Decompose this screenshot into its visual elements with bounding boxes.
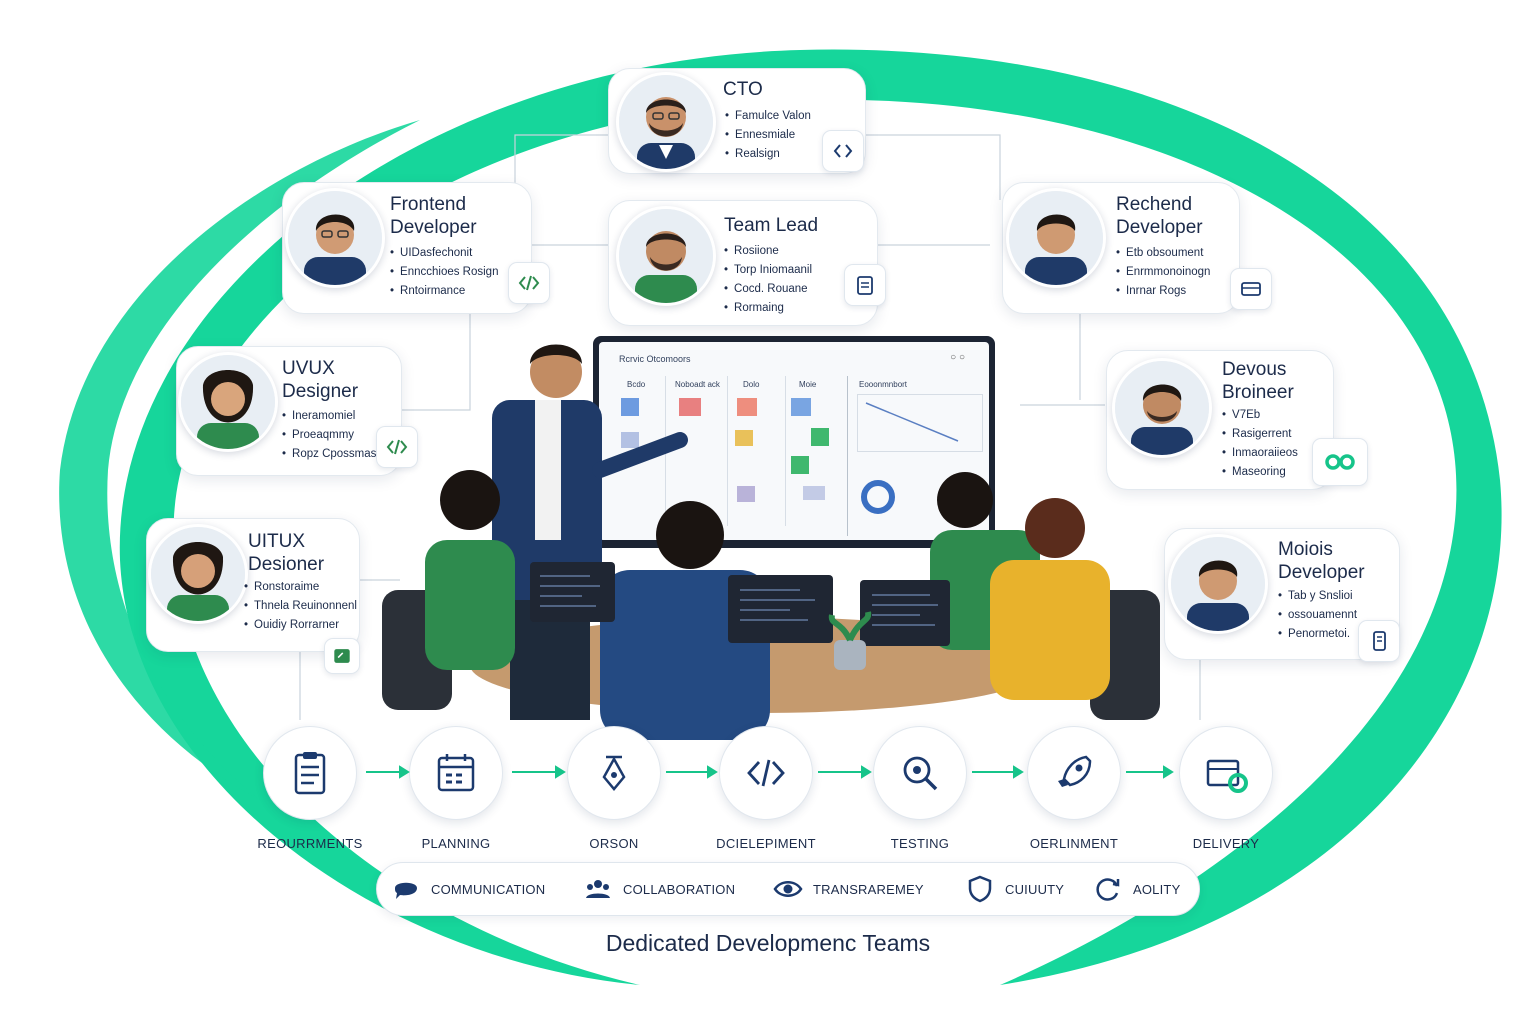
refresh-cycle-icon (1096, 878, 1120, 901)
sticky-note (621, 432, 639, 448)
code-bracket-icon (822, 130, 864, 172)
sticky-note (621, 398, 639, 416)
board-column-doing: Dolo (743, 380, 760, 389)
step-label: REOURRMENTS (257, 836, 363, 851)
pen-tool-icon (602, 755, 626, 791)
donut-chart (861, 480, 895, 514)
eye-icon (773, 881, 803, 897)
page-title: Dedicated Developmenc Teams (605, 930, 931, 956)
step-requirements[interactable]: REOURRMENTS (257, 726, 362, 851)
avatar-devops-engineer (1112, 358, 1212, 458)
avatar-ux-designer (178, 352, 278, 452)
step-deployment[interactable]: OERLINMENT (1026, 726, 1122, 851)
role-bullets: Famulce Valon Ennesmiale Realsign (725, 107, 811, 164)
role-bullets: Ineramomiel Proeaqmmy Ropz Cpossmasn (282, 407, 383, 464)
code-icon (376, 426, 418, 468)
value-quality[interactable]: CUIUUTY (965, 863, 1064, 915)
mobile-icon (1358, 620, 1400, 662)
role-title: Moiois Developer (1278, 539, 1365, 583)
avatar-uiux-designer (148, 524, 248, 624)
rocket-icon (1058, 755, 1092, 787)
delivery-box-icon (1206, 759, 1248, 793)
window-controls-icon: ○ ○ (950, 352, 965, 363)
role-title: Devous Broineer (1222, 359, 1294, 403)
magnifier-bug-icon (903, 756, 938, 791)
step-testing[interactable]: TESTING (872, 726, 968, 851)
role-title: Rechend Developer (1116, 194, 1203, 238)
value-collaboration[interactable]: COLLABORATION (583, 863, 735, 915)
board-title: Rcrvic Otcomoors (619, 354, 691, 364)
code-icon (508, 262, 550, 304)
step-delivery[interactable]: DELIVERY (1178, 726, 1274, 851)
sticky-note (735, 430, 753, 446)
board-column-backlog: Bcdo (627, 380, 646, 389)
role-title: Team Lead (724, 215, 819, 236)
role-bullets: V7Eb Rasigerrent Inmaoraiieos Maseoring (1222, 406, 1298, 482)
step-label: OERLINMENT (1029, 836, 1119, 851)
avatar-cto (616, 72, 716, 172)
sticky-note (737, 486, 755, 502)
role-bullets: Etb obsoument Enrmmonoinogn Inrnar Rogs (1116, 244, 1210, 301)
code-icon (747, 759, 785, 787)
clipboard-checklist-icon (294, 752, 326, 795)
step-label: PLANNING (421, 836, 491, 851)
step-design[interactable]: ORSON (566, 726, 662, 851)
role-title: Frontend Developer (390, 194, 477, 238)
board-column-todo: Noboadt ack (675, 380, 720, 389)
value-communication[interactable]: COMMUNICATION (391, 863, 545, 915)
sticky-note (737, 398, 757, 416)
role-bullets: Ronstoraime Thnela Reuinonnenl Ouidiy Ro… (244, 578, 357, 635)
avatar-frontend-developer (285, 188, 385, 288)
role-bullets: Tab y Snslioi ossouamennt Penormetoi. (1278, 587, 1357, 644)
avatar-backend-developer (1006, 188, 1106, 288)
burndown-chart (857, 394, 983, 452)
step-label: DCIELEPIMENT (716, 836, 816, 851)
role-title: UVUX Designer (282, 358, 359, 402)
step-label: DELIVERY (1192, 836, 1260, 851)
step-label: TESTING (890, 836, 950, 851)
avatar-mobile-developer (1168, 534, 1268, 634)
shield-icon (968, 875, 992, 903)
sticky-note (791, 398, 811, 416)
infinity-icon (1312, 438, 1368, 486)
step-label: ORSON (589, 836, 639, 851)
panel-title: Eooonmnbort (859, 380, 908, 389)
role-bullets: Rosiione Torp Iniomaanil Cocd. Rouane Ro… (724, 242, 812, 318)
value-transparency[interactable]: TRANSRAREMEY (773, 863, 924, 915)
calendar-icon (437, 754, 475, 792)
chat-bubble-icon (395, 882, 417, 899)
folder-icon (324, 638, 360, 674)
role-title: CTO (723, 79, 763, 100)
role-bullets: UIDasfechonit Enncchioes Rosign Rntoirma… (390, 244, 498, 301)
step-development[interactable]: DCIELEPIMENT (716, 726, 816, 851)
value-agility[interactable]: AOLITY (1093, 863, 1180, 915)
sticky-note (791, 456, 809, 474)
board-column-done: Moie (799, 380, 817, 389)
server-icon (1230, 268, 1272, 310)
clipboard-icon (844, 264, 886, 306)
step-planning[interactable]: PLANNING (408, 726, 504, 851)
avatar-team-lead (616, 206, 716, 306)
sticky-note (803, 486, 825, 500)
role-title: UITUX Desioner (248, 531, 325, 575)
people-group-icon (586, 880, 610, 898)
sticky-note (679, 398, 701, 416)
values-bar: COMMUNICATION COLLABORATION TRANSRAREMEY… (376, 862, 1200, 916)
sticky-note (811, 428, 829, 446)
